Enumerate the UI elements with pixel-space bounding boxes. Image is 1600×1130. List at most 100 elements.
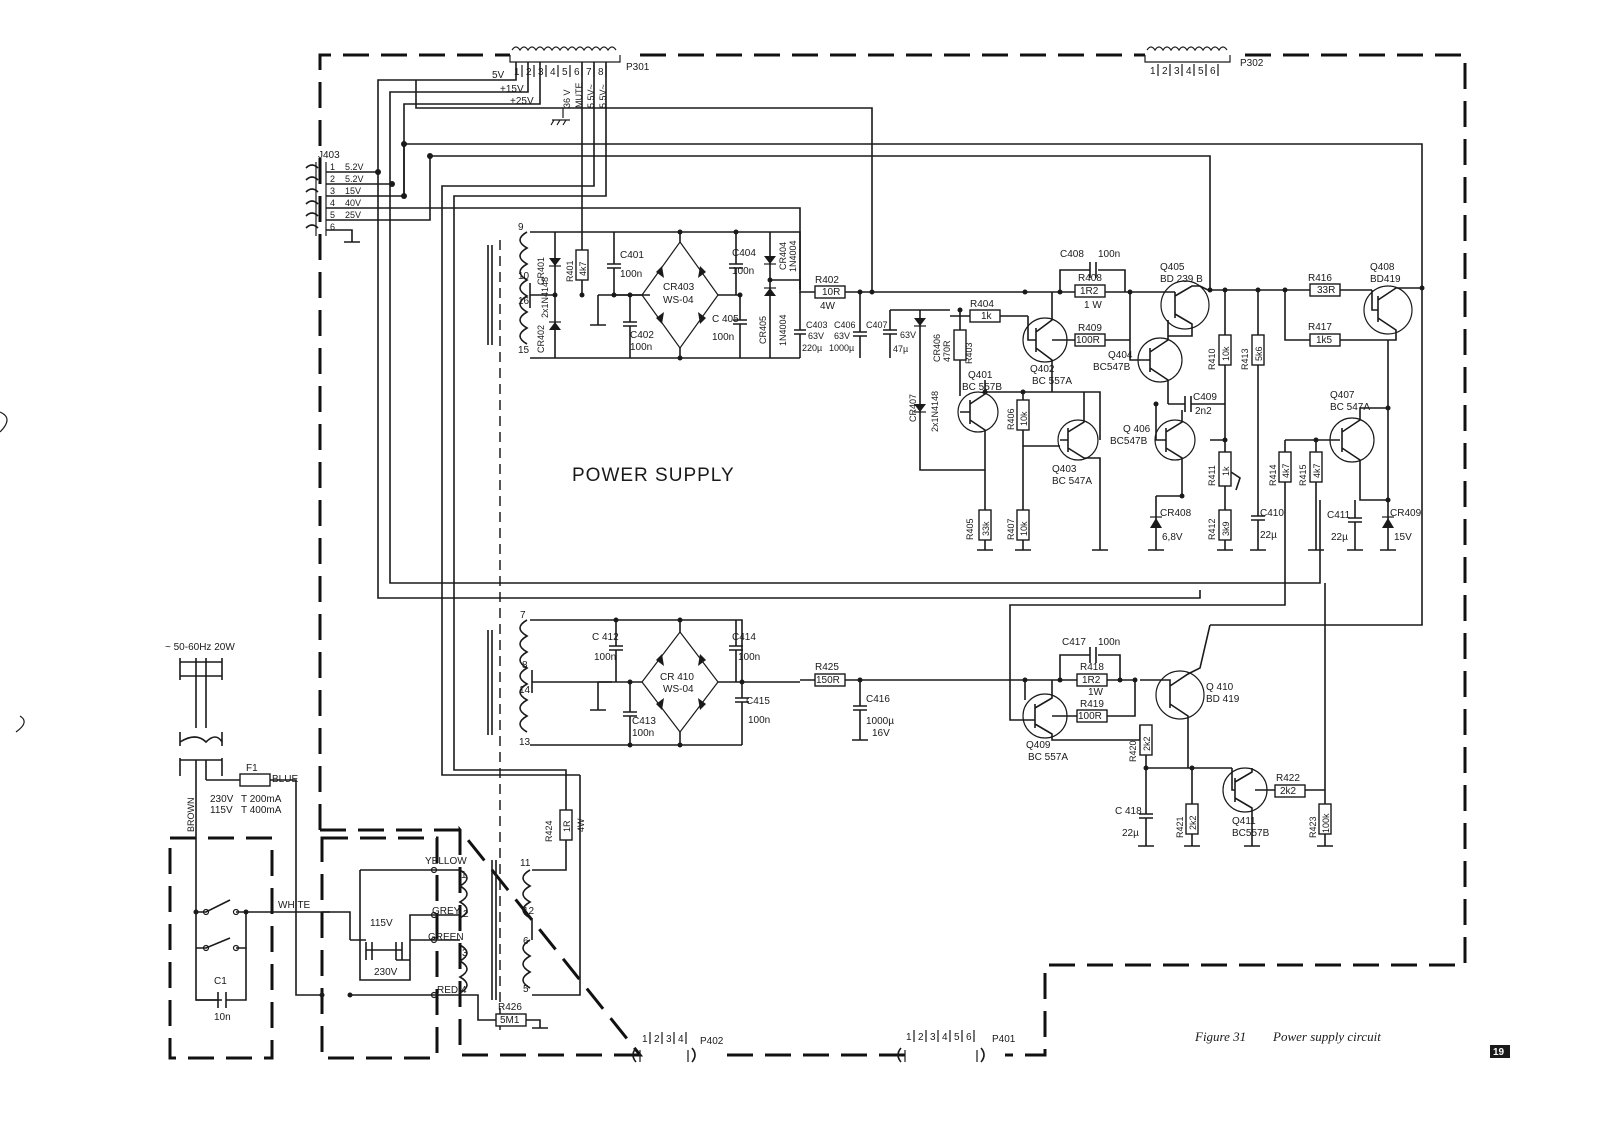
r408-value: 1R2: [1080, 286, 1099, 297]
p401-pin-5: 5: [954, 1032, 960, 1043]
r415-value: 4k7: [1312, 463, 1322, 478]
q410-label: Q 410: [1206, 682, 1234, 693]
cr401-label: CR401: [536, 257, 546, 285]
r425-value: 150R: [816, 675, 840, 686]
c416-value: 1000µ: [866, 716, 894, 727]
j403-label: J403: [318, 150, 340, 161]
p301-mute: MUTE: [574, 83, 584, 109]
q401-value: BC 557B: [962, 382, 1002, 393]
r420-label: R420: [1128, 740, 1138, 762]
q402-label: Q402: [1030, 364, 1055, 375]
c408-label: C408: [1060, 249, 1084, 260]
c403-volt: 63V: [808, 331, 824, 341]
p402-pin-4: 4: [678, 1034, 684, 1045]
cr403-value: WS-04: [663, 295, 694, 306]
cr408-label: CR408: [1160, 508, 1192, 519]
page-number: 19: [1493, 1047, 1505, 1058]
tp-8: 8: [522, 660, 528, 671]
r422-value: 2k2: [1280, 786, 1297, 797]
r405-label: R405: [965, 518, 975, 540]
r406-label: R406: [1006, 408, 1016, 430]
q407-value: BC 547A: [1330, 402, 1370, 413]
c403-label: C403: [806, 320, 828, 330]
cr407-value: 2x1N4148: [930, 391, 940, 432]
p302-pin-1: 1: [1150, 66, 1156, 77]
p401-pin-3: 3: [930, 1032, 936, 1043]
p402-label: P402: [700, 1036, 724, 1047]
r419-value: 100R: [1078, 711, 1102, 722]
tp-7: 7: [520, 610, 526, 621]
p301-label: P301: [626, 62, 650, 73]
tp-12: 12: [523, 906, 535, 917]
j403-pin-3: 3: [330, 186, 335, 196]
p301-pin-6: 6: [574, 67, 580, 78]
c406-volt: 63V: [834, 331, 850, 341]
tp-16: 16: [518, 296, 530, 307]
q411-value: BC557B: [1232, 828, 1270, 839]
r404-value: 1k: [981, 311, 993, 322]
q411-label: Q411: [1232, 816, 1256, 827]
r416-value: 33R: [1317, 285, 1335, 296]
wire-white: WHITE: [278, 900, 311, 911]
j403-voltage-1: 5.2V: [345, 162, 364, 172]
r404-label: R404: [970, 299, 994, 310]
cr405-value: 1N4004: [778, 314, 788, 346]
cr402-label: CR402: [536, 325, 546, 353]
p401-pin-1: 1: [906, 1032, 912, 1043]
r408-label: R408: [1078, 273, 1102, 284]
r405-value: 33k: [981, 521, 991, 536]
q408-label: Q408: [1370, 262, 1395, 273]
p402-pin-2: 2: [654, 1034, 660, 1045]
c408-value: 100n: [1098, 249, 1120, 260]
p401-pin-6: 6: [966, 1032, 972, 1043]
cr405-label: CR405: [758, 316, 768, 344]
p301-pin-1: 1: [514, 67, 520, 78]
r407-label: R407: [1006, 518, 1016, 540]
r421-label: R421: [1175, 816, 1185, 838]
r412-label: R412: [1207, 518, 1217, 540]
j403-pin-5: 5: [330, 210, 335, 220]
r403-label: R403: [964, 342, 974, 364]
r424-watt: 4W: [576, 818, 586, 832]
r426-label: R426: [498, 1002, 522, 1013]
p302-pin-6: 6: [1210, 66, 1216, 77]
c413-value: 100n: [632, 728, 654, 739]
cr409-label: CR409: [1390, 508, 1422, 519]
c418-label: C 418: [1115, 806, 1142, 817]
cr404-label: CR404: [778, 242, 788, 270]
r412-value: 3k9: [1221, 521, 1231, 536]
wire-grey: GREY: [432, 906, 461, 917]
fuse-115v: 115V: [210, 805, 233, 816]
wire-blue: BLUE: [272, 774, 298, 785]
r406-value: 10k: [1019, 411, 1029, 426]
c412-label: C 412: [592, 632, 619, 643]
cr4148-label: 2x1N4148: [540, 277, 550, 318]
p402-pin-1: 1: [642, 1034, 648, 1045]
r417-value: 1k5: [1316, 335, 1333, 346]
q408-value: BD419: [1370, 274, 1401, 285]
mains-spec: ~ 50-60Hz 20W: [165, 642, 235, 653]
mains-plug: [179, 658, 223, 780]
q402-value: BC 557A: [1032, 376, 1072, 387]
r419-label: R419: [1080, 699, 1104, 710]
j403-voltage-2: 5.2V: [345, 174, 364, 184]
j403-pin-2: 2: [330, 174, 335, 184]
c413-label: C413: [632, 716, 656, 727]
p301-pin-2: 2: [526, 67, 532, 78]
q409-label: Q409: [1026, 740, 1051, 751]
r414-value: 4k7: [1281, 463, 1291, 478]
lower-rectifier: 7 8 14 13 C 412 100n C413 100n CR 410 WS…: [487, 610, 800, 748]
c412-value: 100n: [594, 652, 616, 663]
r408-watt: 1 W: [1084, 300, 1102, 311]
c404-value: 100n: [732, 266, 754, 277]
figure-number: Figure 31: [1194, 1029, 1246, 1044]
r411-value: 1k: [1221, 466, 1231, 476]
c405-label: C 405: [712, 314, 739, 325]
p302-label: P302: [1240, 58, 1264, 69]
r424-value: 1R: [562, 820, 572, 832]
r401-value: 4k7: [578, 261, 588, 276]
